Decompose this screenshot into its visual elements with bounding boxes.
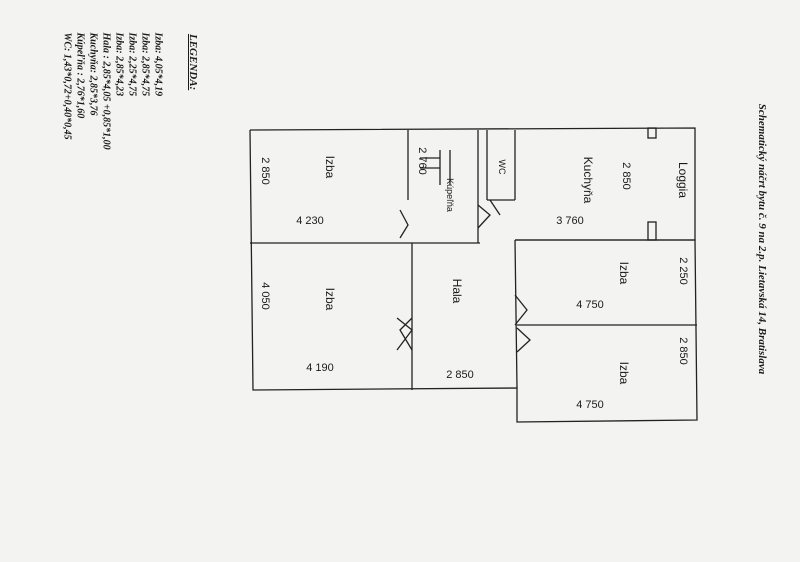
door-swing-7: [516, 327, 531, 353]
door-swing: [399, 209, 409, 239]
door-swing-6: [514, 294, 528, 326]
dimension-label: 4 750: [576, 399, 604, 411]
dimension-label: 4 050: [259, 282, 271, 310]
dimension-label: 4 750: [576, 299, 604, 311]
room-label-loggia: Loggia: [676, 161, 690, 199]
dimension-label: 2 850: [677, 337, 689, 365]
room-label-hala: Hala: [450, 278, 464, 304]
dimension-label: 3 760: [556, 215, 584, 227]
room-label-kuchyna: Kuchyňa: [581, 156, 595, 204]
room-label-izba: Izba: [617, 361, 631, 385]
dimension-label: 2 850: [620, 162, 632, 190]
legend-item: Izba: 4,05*4,19: [152, 32, 164, 97]
legend-item: Kuchyňa: 2,85*3,76: [87, 32, 99, 116]
door-swing-5: [399, 317, 413, 351]
outer-wall-right: [249, 129, 698, 423]
dimension-label: 2 850: [259, 157, 271, 185]
window-mark: [647, 127, 657, 139]
door-swing-2: [477, 204, 491, 229]
room-label-izba: Izba: [617, 261, 631, 285]
wall-hala-right: [514, 239, 518, 389]
room-label-izba: Izba: [323, 155, 337, 179]
dimension-label: 2 760: [416, 147, 428, 175]
legend-item: Izba: 2,85*4,23: [113, 32, 125, 97]
dimension-label: 4 230: [296, 215, 324, 227]
legend-item: Kúpeľňa : 2,76*1,60: [74, 32, 86, 119]
dimension-label: 2 850: [446, 369, 474, 381]
legend-item: Izba: 2,25*4,75: [126, 32, 138, 97]
room-label-kupelna: Kúpeľňa: [445, 178, 455, 212]
legend-heading: LEGENDA:: [187, 34, 199, 91]
door-swing-3: [489, 199, 501, 216]
door-swing-4: [396, 317, 413, 351]
dimension-label: 4 190: [306, 362, 334, 374]
window-mark-2: [647, 221, 657, 241]
plan-title: Schematický náčrt bytu č. 9 na 2.p. Liet…: [756, 103, 768, 375]
legend-item: Hala : 2,85*4,05 +0,85*1,00: [100, 32, 112, 150]
legend-item: Izba: 2,85*4,75: [139, 32, 151, 97]
legend-item: WC: 1,43*0,72+0,40*0,45: [61, 32, 73, 140]
room-label-izba: Izba: [323, 287, 337, 311]
room-label-wc: WC: [497, 159, 507, 175]
dimension-label: 2 250: [677, 257, 689, 285]
